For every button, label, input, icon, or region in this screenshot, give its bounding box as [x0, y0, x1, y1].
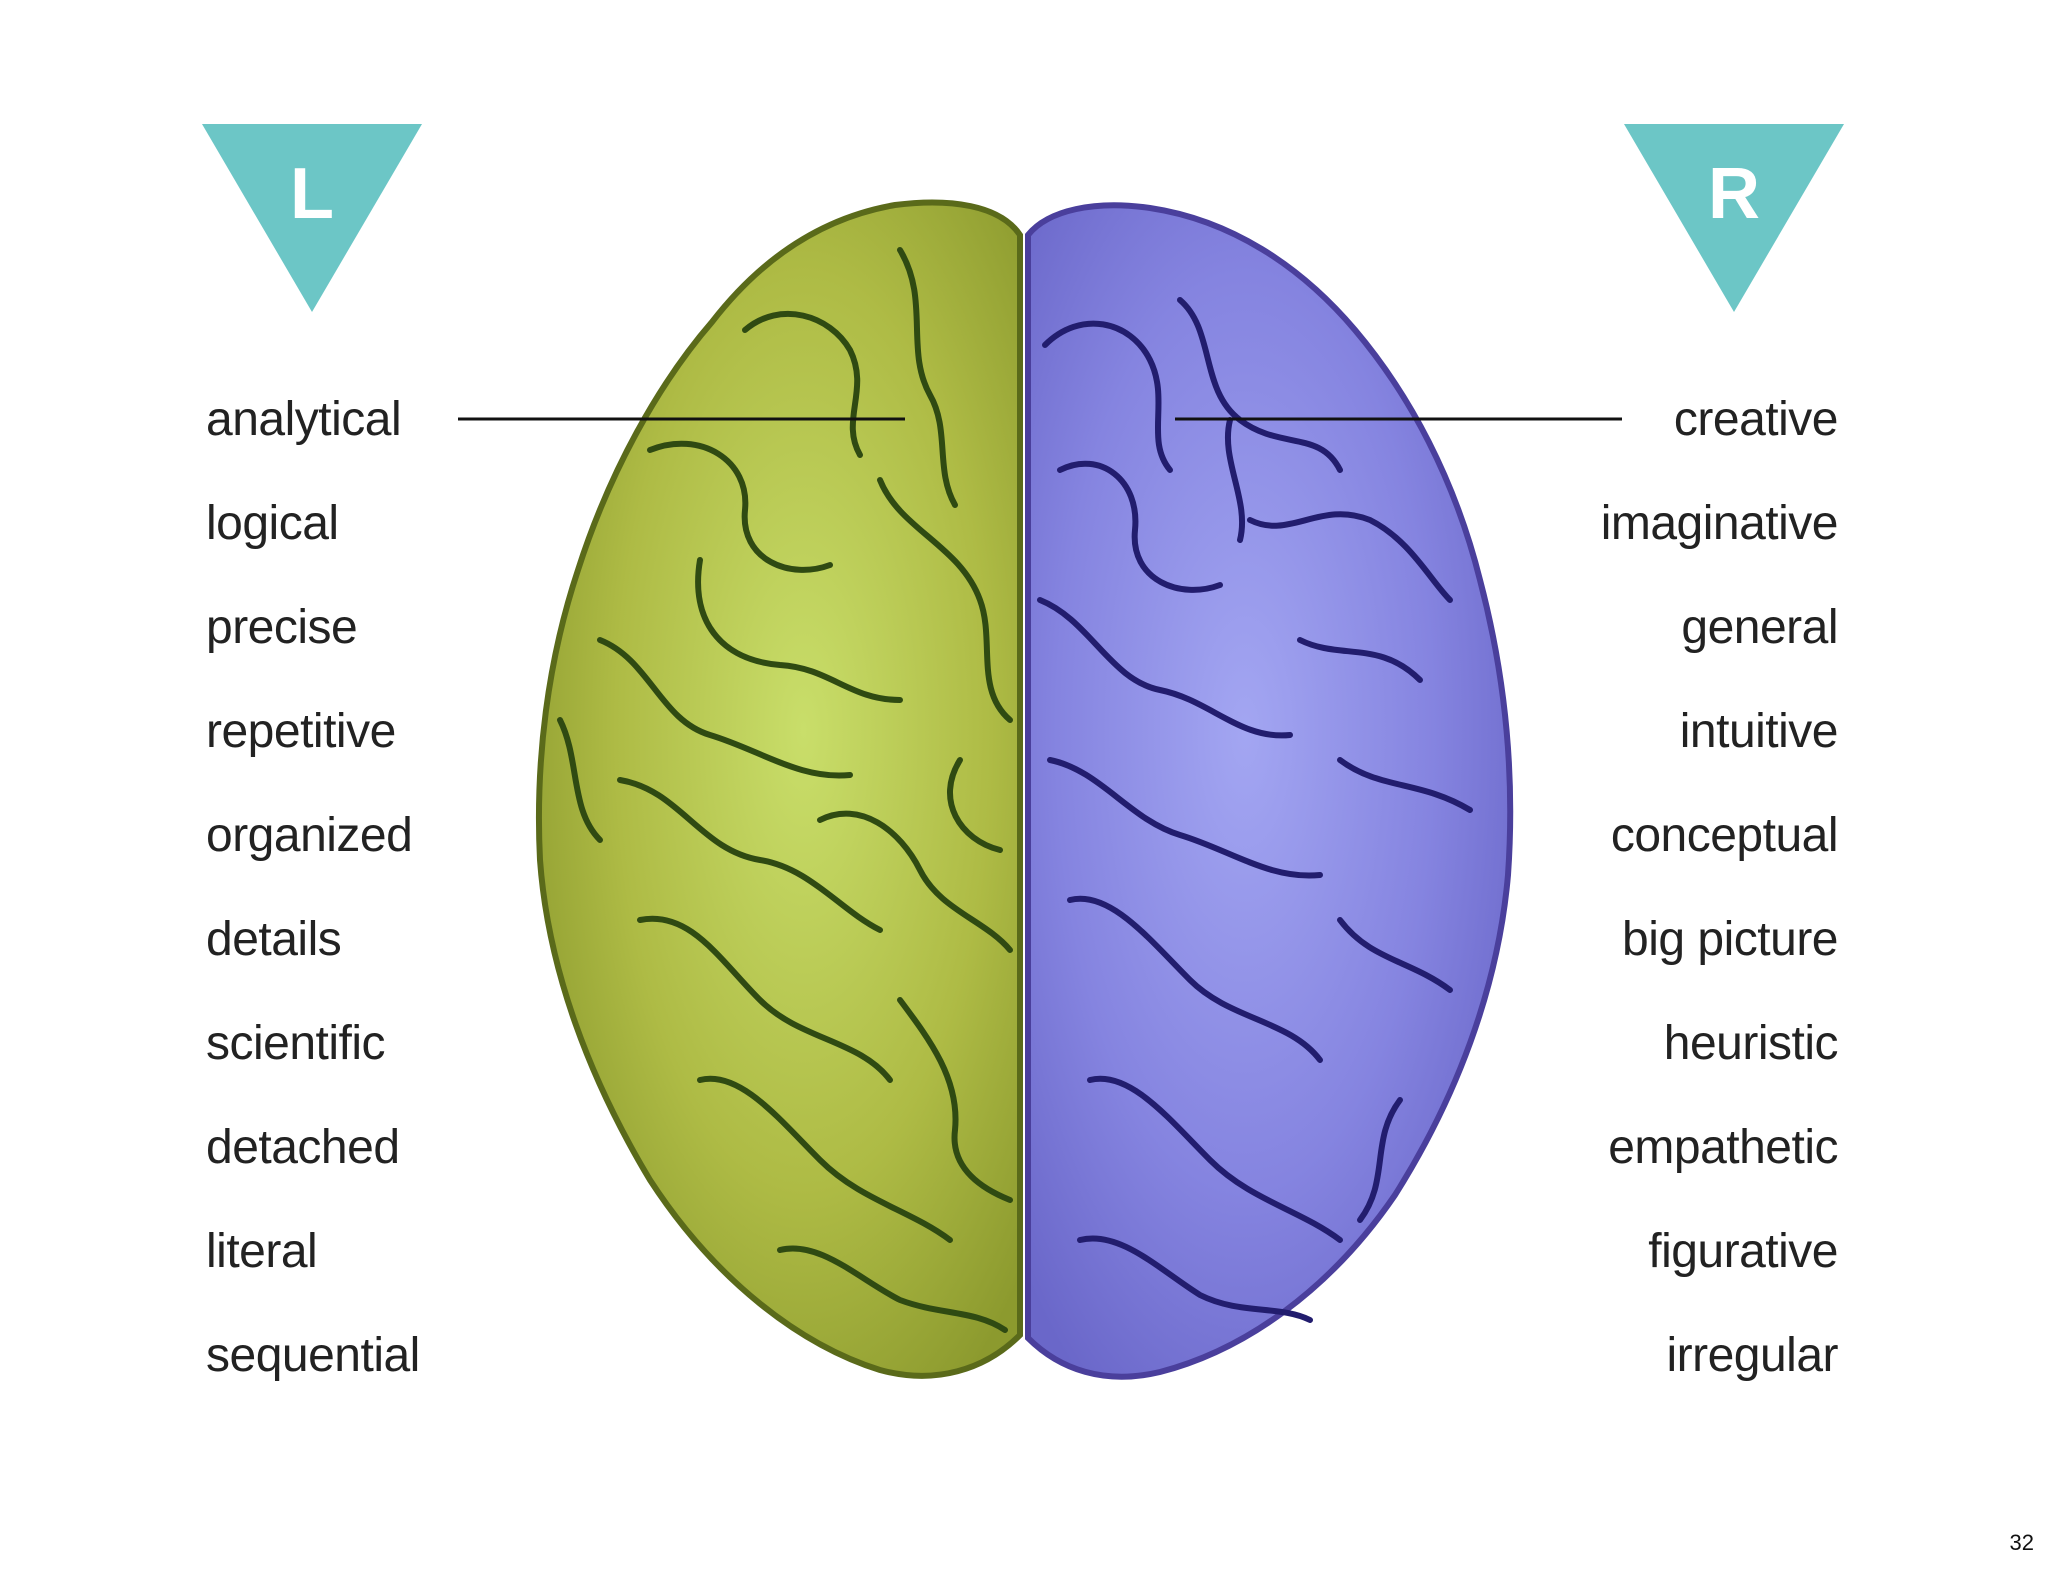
right-trait: heuristic: [1663, 1017, 1839, 1070]
left-marker-label: L: [290, 154, 334, 234]
left-marker-triangle: [202, 124, 422, 312]
left-trait: precise: [206, 601, 358, 654]
right-trait: conceptual: [1610, 809, 1839, 862]
slide-number: 32: [2009, 1530, 2034, 1555]
left-trait: logical: [206, 497, 339, 550]
left-trait: sequential: [206, 1329, 420, 1382]
right-marker-triangle: [1624, 124, 1844, 312]
right-trait: intuitive: [1679, 705, 1839, 758]
left-hemisphere: [535, 199, 1023, 1379]
left-trait: details: [206, 913, 342, 966]
left-trait: repetitive: [206, 705, 396, 758]
left-trait: analytical: [206, 393, 402, 446]
left-trait-list: analytical logical precise repetitive or…: [206, 380, 420, 1420]
left-trait: detached: [206, 1121, 400, 1174]
left-trait: literal: [206, 1225, 318, 1278]
right-trait: irregular: [1666, 1329, 1838, 1382]
left-trait: organized: [206, 809, 413, 862]
right-trait: general: [1681, 601, 1838, 654]
right-trait-list: creative imaginative general intuitive c…: [1600, 380, 1839, 1420]
right-trait: creative: [1673, 393, 1839, 446]
left-trait: scientific: [206, 1017, 386, 1070]
right-trait: figurative: [1648, 1225, 1838, 1278]
right-trait: empathetic: [1608, 1121, 1838, 1174]
right-hemisphere: [1025, 202, 1514, 1380]
right-trait: big picture: [1622, 913, 1838, 966]
right-marker-label: R: [1708, 154, 1760, 234]
right-trait: imaginative: [1600, 497, 1839, 550]
